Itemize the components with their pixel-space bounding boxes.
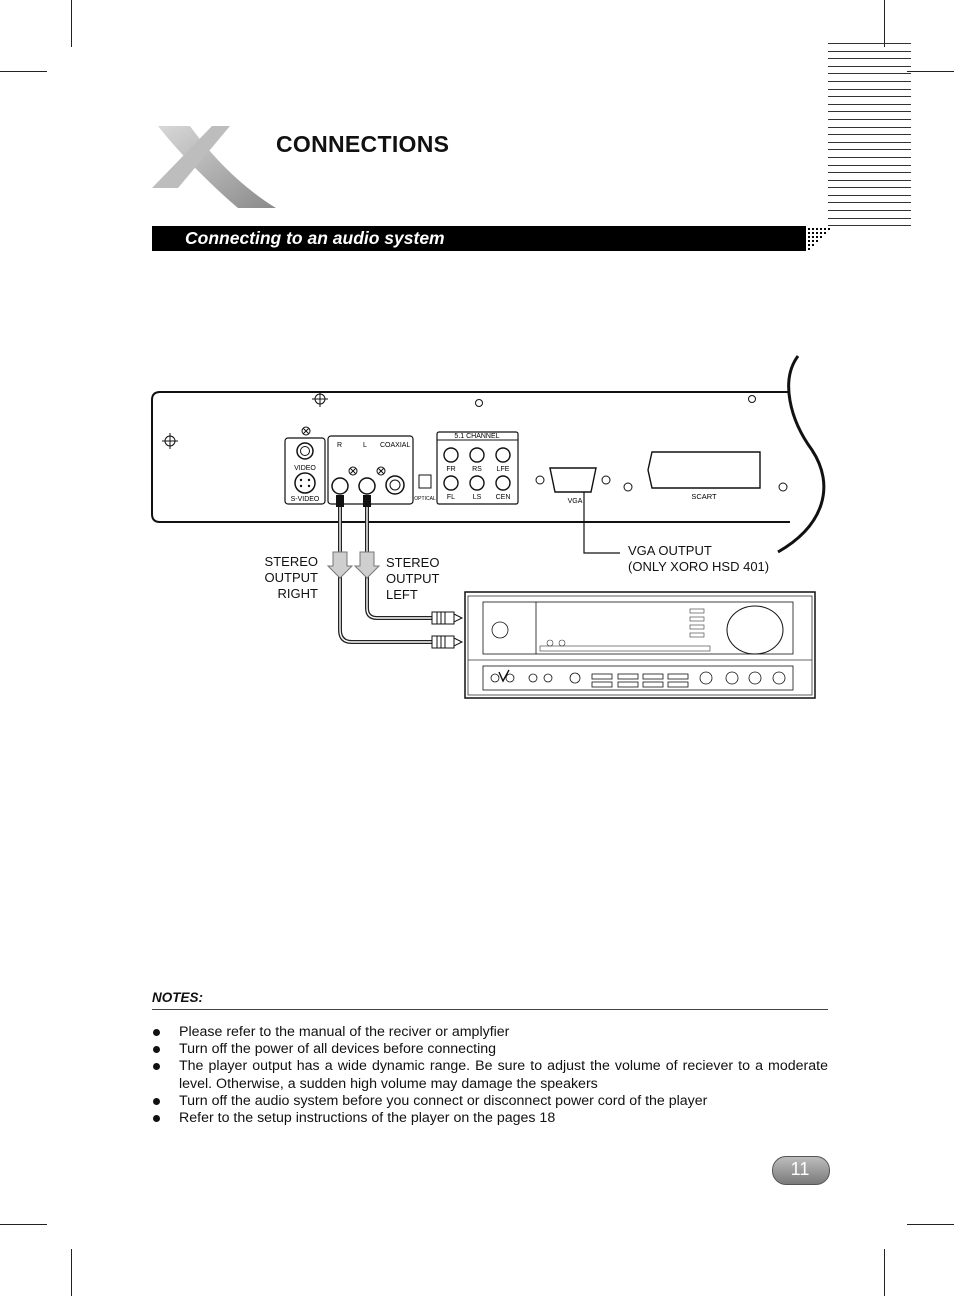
crop-mark: [907, 1224, 954, 1225]
section-banner: [152, 226, 804, 251]
stereo-right-line: RIGHT: [277, 586, 318, 601]
video-jack: [296, 442, 314, 460]
page-title: CONNECTIONS: [276, 131, 450, 157]
note-item: Turn off the audio system before you con…: [152, 1093, 828, 1110]
stereo-left-line: STEREO: [386, 555, 440, 570]
scart-label: SCART: [691, 492, 717, 501]
rs-label: RS: [472, 466, 482, 473]
audio-right-jack: [331, 477, 349, 495]
decorative-stripes: [828, 43, 911, 233]
lfe-label: LFE: [497, 466, 510, 473]
player-rear-panel: [151, 391, 790, 523]
svideo-jack: [294, 472, 316, 494]
channel-header-label: 5.1 CHANNEL: [454, 433, 499, 440]
cen-label: CEN: [496, 494, 511, 501]
l-label: L: [363, 442, 367, 449]
notes-list: Please refer to the manual of the recive…: [152, 1024, 828, 1127]
rca-plug-icon: [431, 611, 464, 649]
scart-port: [647, 451, 761, 489]
crop-mark: [0, 1224, 47, 1225]
x-screw-icon: [301, 426, 311, 436]
page-number: 11: [790, 1159, 810, 1179]
video-label: VIDEO: [294, 465, 316, 472]
notes-divider: [152, 1009, 828, 1010]
crop-mark: [884, 1249, 885, 1296]
audio-left-jack: [358, 477, 376, 495]
section-banner-title: Connecting to an audio system: [185, 228, 445, 248]
channel-jacks: [443, 447, 511, 491]
page-number-badge: [772, 1156, 830, 1185]
vga-output-label: VGA OUTPUT (ONLY XORO HSD 401): [628, 543, 769, 575]
panel-break-line: [777, 355, 826, 554]
svideo-label: S-VIDEO: [291, 496, 320, 503]
stereo-left-line: LEFT: [386, 587, 418, 602]
vga-port: [549, 467, 597, 493]
xoro-x-logo-icon: [152, 126, 276, 208]
stereo-right-line: STEREO: [264, 554, 318, 569]
screw-icon: [162, 391, 756, 449]
vga-output-line: VGA OUTPUT: [628, 543, 712, 558]
crop-mark: [907, 71, 954, 72]
stereo-right-label: STEREO OUTPUT RIGHT: [262, 554, 318, 602]
down-arrow-icon: [326, 551, 381, 579]
note-item: Please refer to the manual of the recive…: [152, 1024, 828, 1041]
crop-mark: [71, 1249, 72, 1296]
crop-mark: [71, 0, 72, 47]
coaxial-jack: [385, 475, 405, 495]
fl-label: FL: [447, 494, 455, 501]
channel-5-1-box: [436, 431, 519, 505]
vga-label: VGA: [568, 498, 583, 505]
r-label: R: [337, 442, 342, 449]
coaxial-label: COAXIAL: [380, 442, 410, 449]
stereo-left-label: STEREO OUTPUT LEFT: [386, 555, 439, 603]
banner-dots-icon: [800, 226, 830, 251]
crop-mark: [884, 0, 885, 47]
optical-label: OPTICAL: [414, 496, 436, 502]
video-output-box: [284, 437, 326, 505]
optical-port: [418, 474, 432, 489]
amplifier-front-panel: [464, 591, 816, 699]
connection-diagram: VIDEO S-VIDEO R L COAXIAL OPTICAL 5.1 CH…: [151, 355, 826, 699]
stereo-right-line: OUTPUT: [264, 570, 318, 585]
notes-heading: NOTES:: [152, 990, 204, 1005]
note-item: The player output has a wide dynamic ran…: [152, 1058, 828, 1092]
note-item: Refer to the setup instructions of the p…: [152, 1110, 828, 1127]
crop-mark: [0, 71, 47, 72]
ls-label: LS: [473, 494, 482, 501]
vga-output-line: (ONLY XORO HSD 401): [628, 559, 770, 574]
vga-leader-line: [583, 492, 620, 554]
stereo-left-line: OUTPUT: [386, 571, 440, 586]
fr-label: FR: [446, 466, 455, 473]
note-item: Turn off the power of all devices before…: [152, 1041, 828, 1058]
